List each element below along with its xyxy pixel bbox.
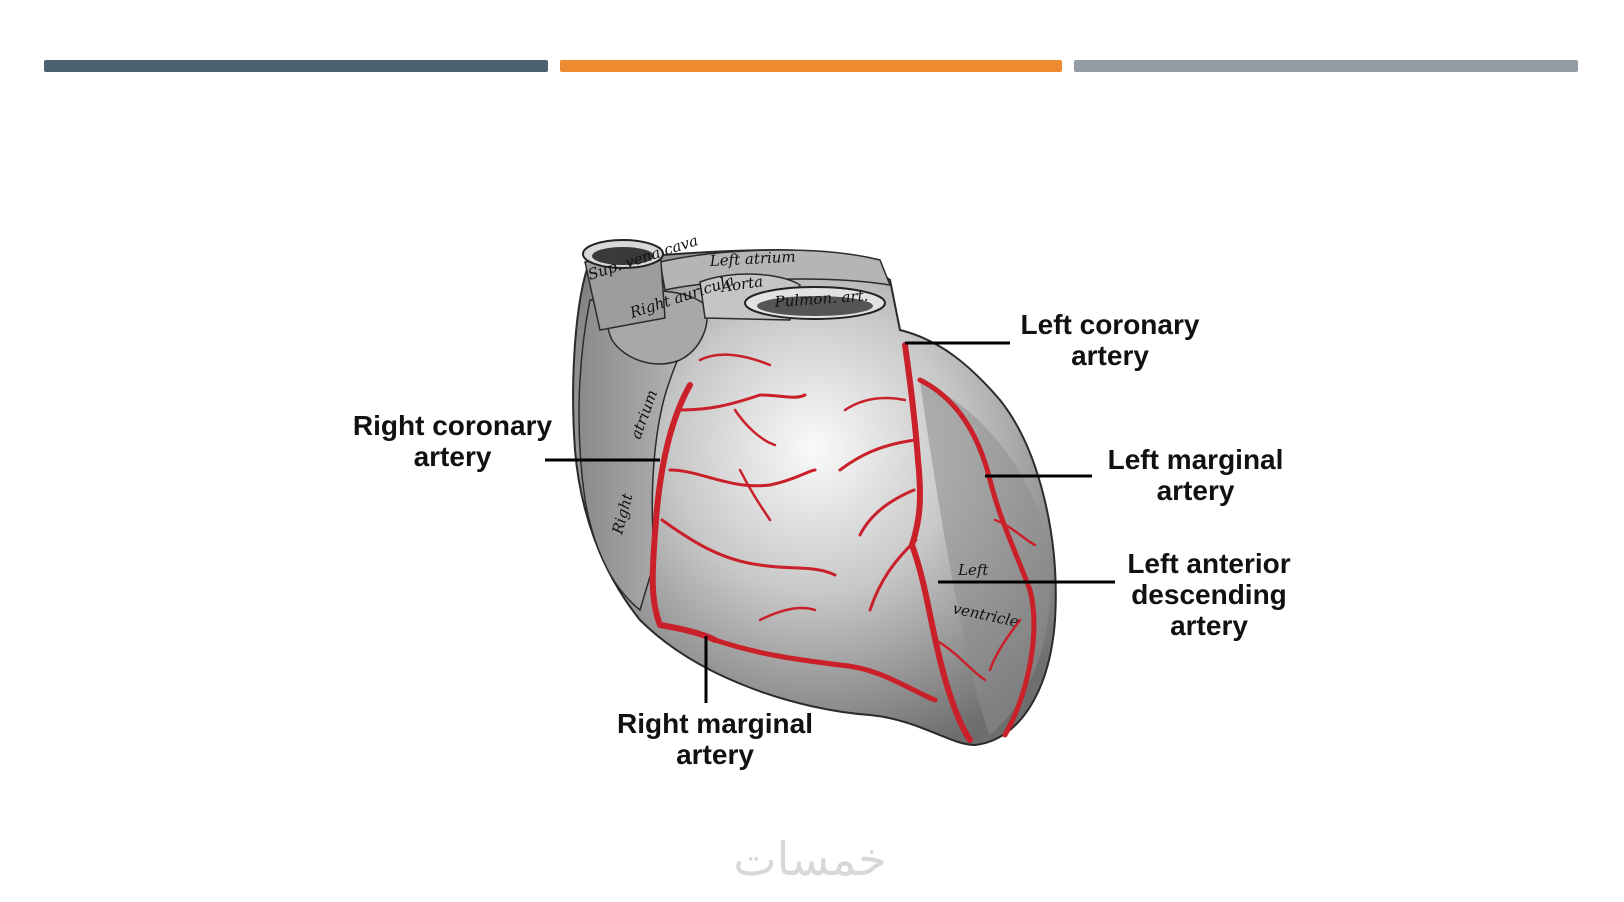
lm-branch-2	[988, 618, 1022, 672]
label-left-marginal-line2: artery	[1156, 475, 1235, 506]
watermark-logo: خمسات	[733, 832, 887, 886]
left-marginal-artery	[917, 377, 1037, 738]
label-lad-line3: artery	[1170, 610, 1248, 641]
lad-branch-5	[933, 638, 987, 682]
label-left-marginal-artery: Left marginal artery	[1098, 444, 1293, 506]
left-coronary-artery	[902, 342, 923, 548]
label-right-coronary-line1: Right coronary	[352, 410, 553, 441]
svc-lumen	[592, 247, 654, 265]
rca-branch-2	[668, 468, 817, 488]
lad-branch-2	[858, 488, 916, 537]
lm-branch-1	[993, 518, 1037, 547]
left-anterior-descending-artery	[909, 542, 973, 743]
pulmonary-artery-lumen	[757, 296, 873, 316]
lad-branch-4	[843, 396, 907, 412]
label-left-coronary-line2: artery	[1071, 340, 1149, 371]
label-lad-line2: descending	[1131, 579, 1287, 610]
label-right-coronary-artery: Right coronary artery	[345, 410, 560, 472]
rca-branch-5	[733, 408, 777, 447]
label-right-marginal-artery: Right marginal artery	[615, 708, 815, 770]
rca-branch-7	[698, 353, 772, 367]
left-ventricle	[920, 380, 1051, 735]
rca-branch-3	[678, 393, 807, 412]
label-left-marginal-line1: Left marginal	[1107, 444, 1284, 475]
lad-branch-1	[838, 438, 917, 472]
left-atrium-text: Left atrium	[708, 248, 796, 271]
left-ventricle-text-1: Left	[957, 561, 989, 579]
label-lad-line1: Left anterior	[1127, 548, 1291, 579]
rca-branch-6	[758, 606, 817, 622]
label-right-marginal-line2: artery	[676, 739, 754, 770]
label-left-coronary-artery: Left coronary artery	[1010, 309, 1210, 371]
right-marginal-artery	[712, 637, 938, 703]
header-bar-gray	[1074, 60, 1578, 72]
header-bar-orange	[560, 60, 1062, 72]
label-right-marginal-line1: Right marginal	[616, 708, 813, 739]
rca-branch-1	[660, 518, 837, 577]
label-left-anterior-descending-artery: Left anterior descending artery	[1118, 548, 1300, 641]
rca-branch-4	[738, 468, 772, 522]
header-bar-slate	[44, 60, 548, 72]
lad-branch-3	[868, 538, 918, 612]
aorta-text: Aorta	[718, 272, 764, 296]
label-left-coronary-line1: Left coronary	[1020, 309, 1200, 340]
right-coronary-artery	[649, 382, 718, 643]
label-right-coronary-line2: artery	[413, 441, 492, 472]
